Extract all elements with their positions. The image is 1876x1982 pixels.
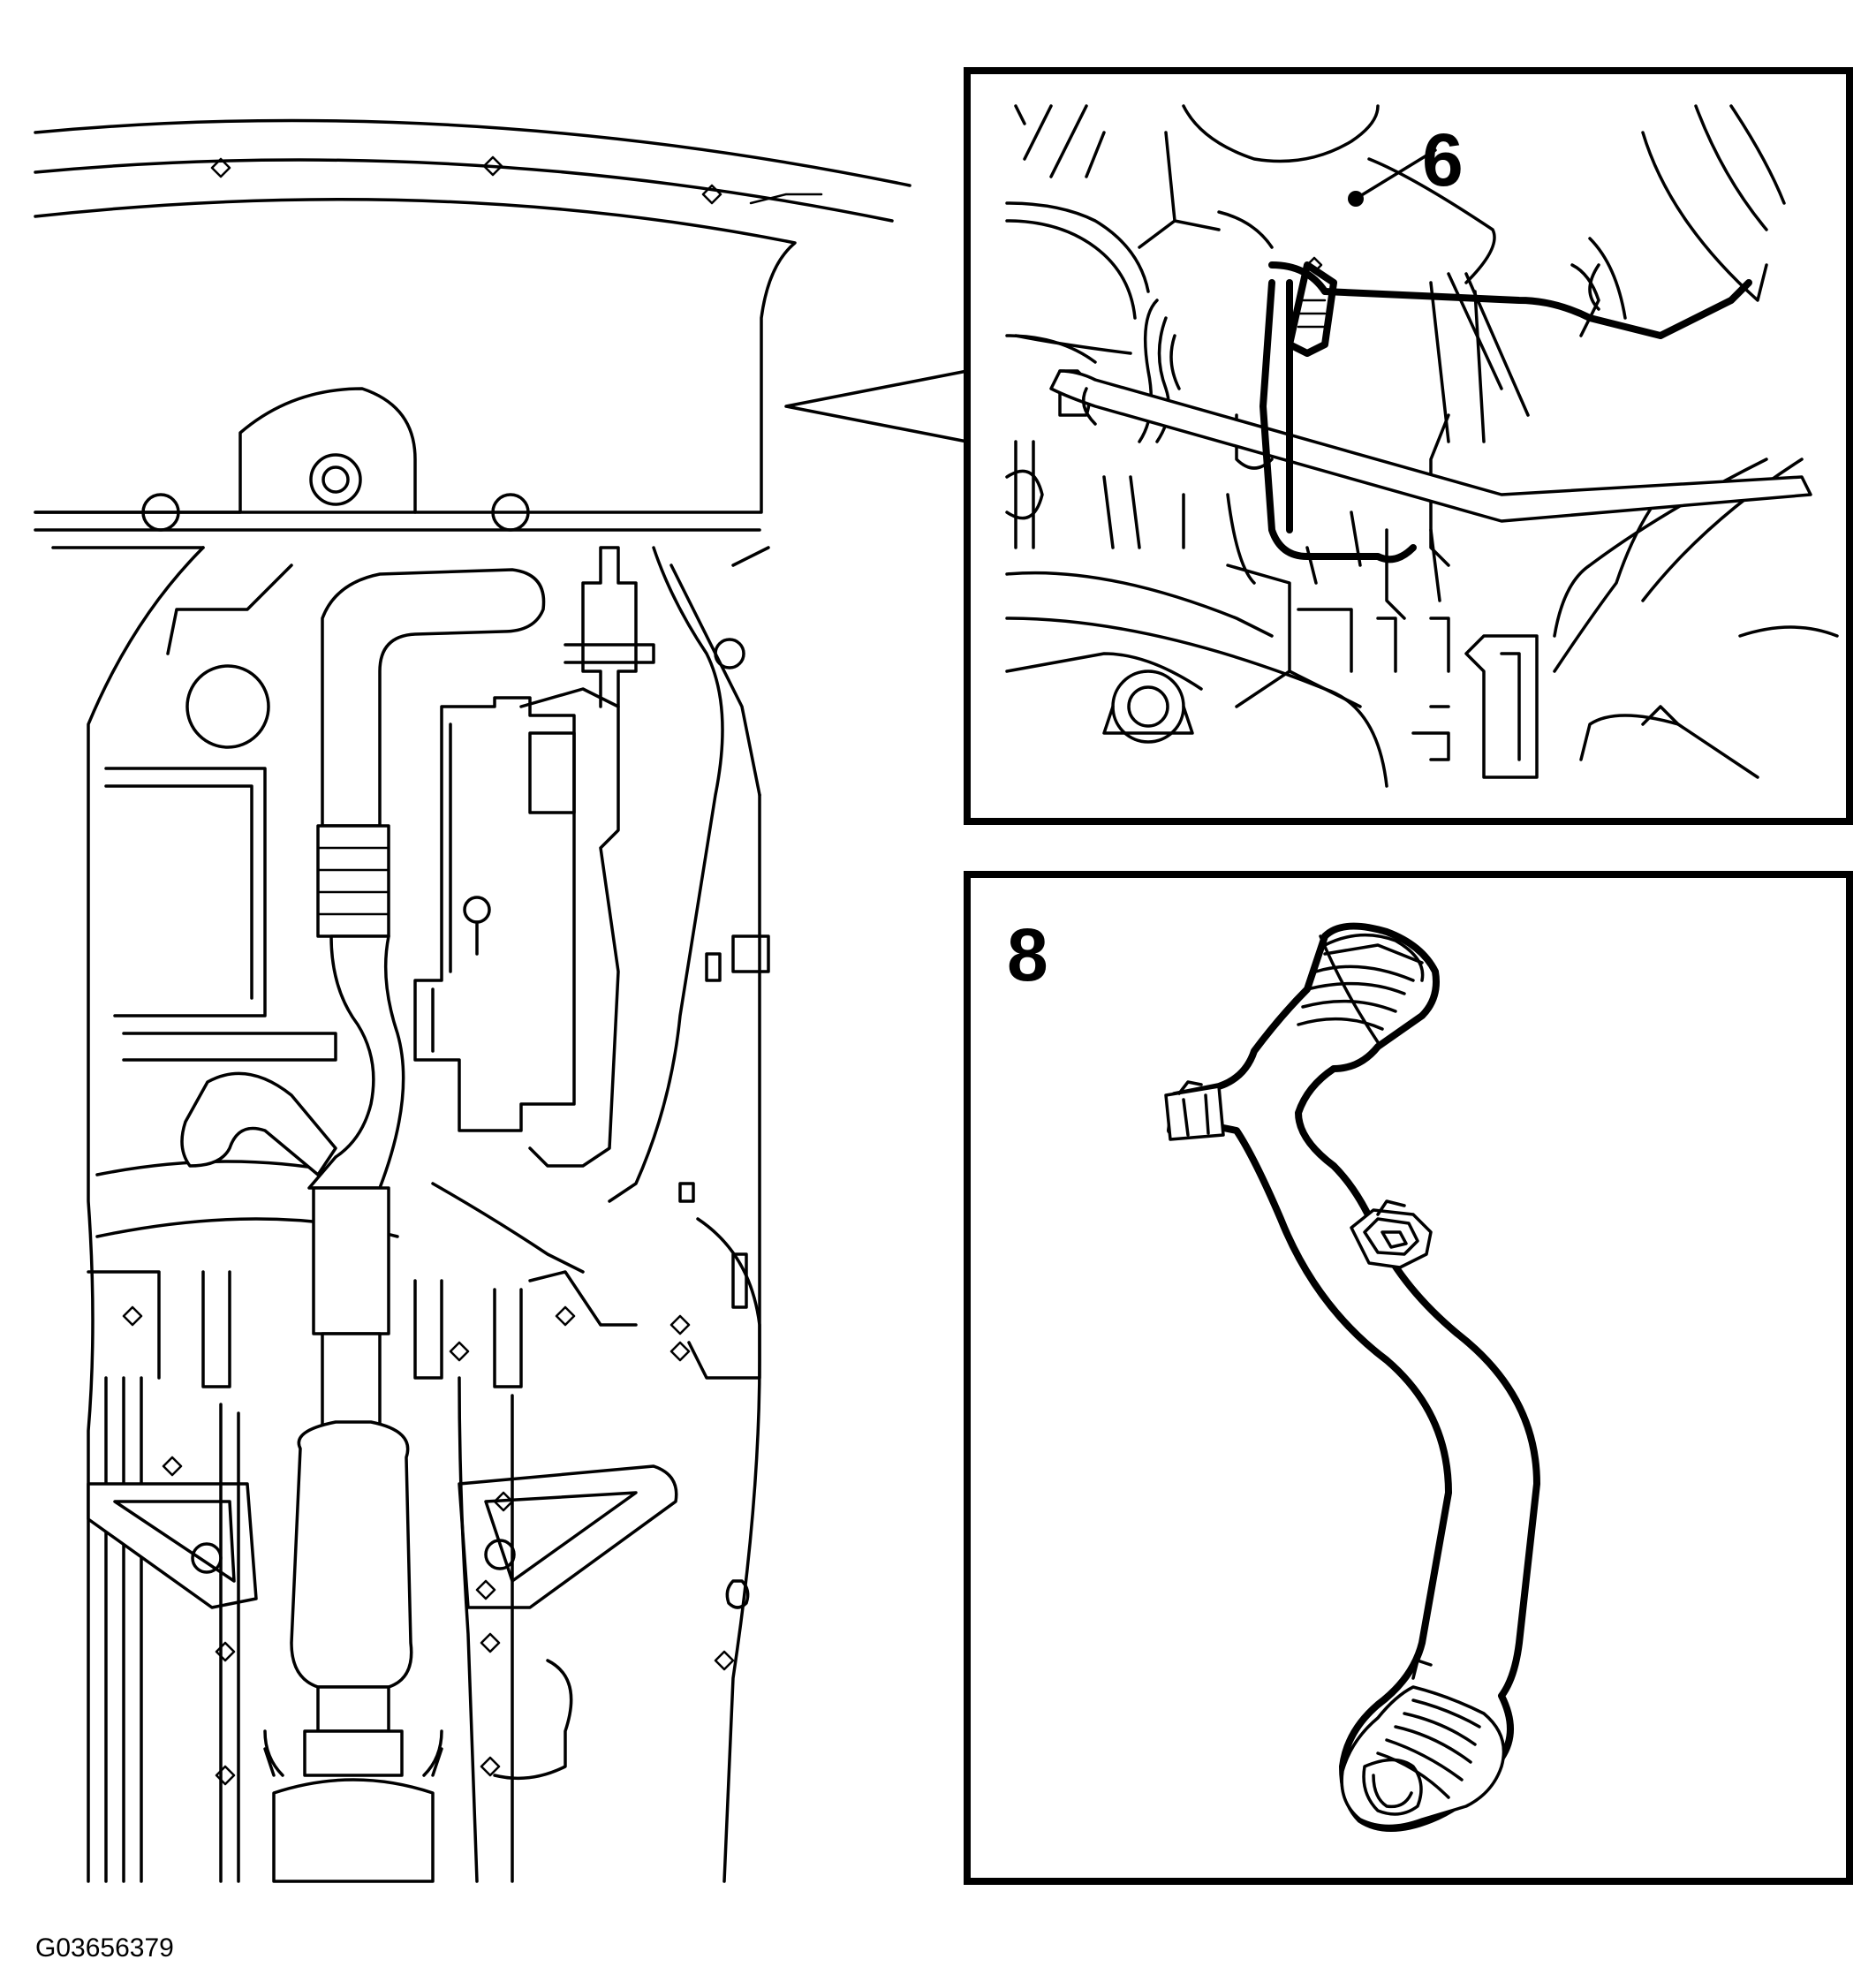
detail-panel-bottom: 8 [964,871,1853,1885]
underbody-view [34,118,969,1883]
detail-panel-top: 6 [964,67,1853,825]
callout-8: 8 [1007,913,1048,996]
callout-6: 6 [1422,118,1464,201]
figure-id: G03656379 [35,1933,174,1963]
coolant-hose [1164,922,1540,1832]
